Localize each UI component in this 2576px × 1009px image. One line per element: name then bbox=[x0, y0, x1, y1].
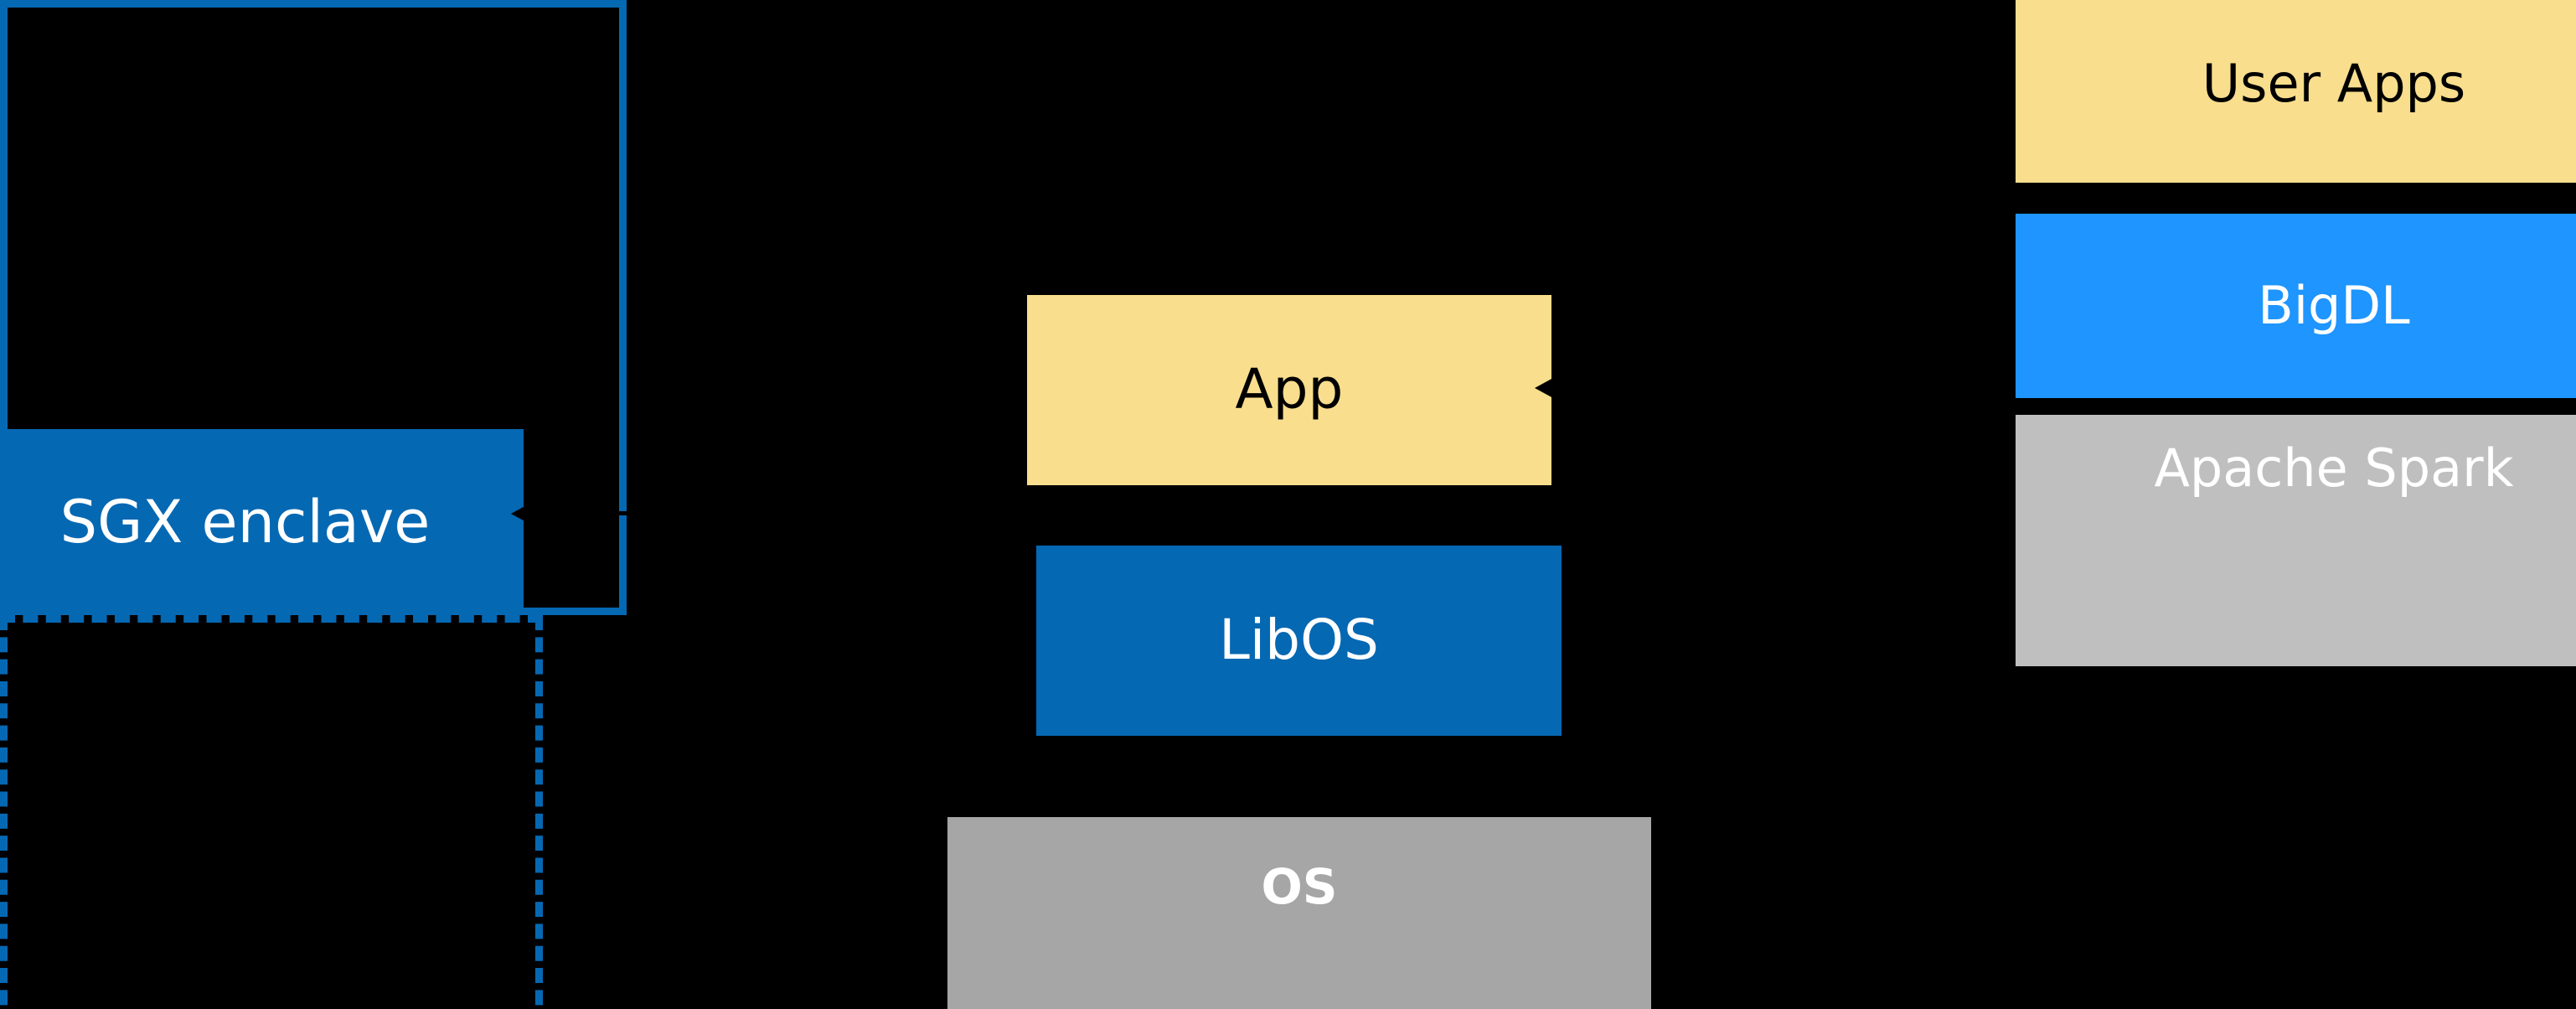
bigdl-label: BigDL bbox=[2258, 274, 2410, 336]
app-label: App bbox=[1235, 357, 1344, 422]
os-label: OS bbox=[1261, 858, 1338, 915]
apache-spark-label: Apache Spark bbox=[2154, 437, 2514, 499]
user-apps-box: User Apps bbox=[2016, 0, 2576, 183]
sgx-enclave-box: SGX enclave bbox=[0, 429, 524, 615]
user-apps-label: User Apps bbox=[2202, 52, 2466, 114]
libos-dashed-boundary-rect bbox=[0, 615, 543, 1009]
arrowhead-app-icon bbox=[1535, 378, 1553, 398]
arrowhead-sgx-icon bbox=[511, 504, 529, 524]
connector-sgx-to-enclave bbox=[524, 511, 947, 515]
libos-box: LibOS bbox=[1036, 546, 1562, 736]
connector-app-to-right-stack bbox=[1551, 385, 2021, 390]
bigdl-box: BigDL bbox=[2016, 214, 2576, 398]
libos-label: LibOS bbox=[1219, 608, 1379, 673]
app-box: App bbox=[1027, 295, 1551, 485]
os-box: OS bbox=[947, 817, 1651, 1009]
apache-spark-box: Apache Spark bbox=[2016, 415, 2576, 666]
sgx-enclave-label: SGX enclave bbox=[59, 487, 431, 556]
